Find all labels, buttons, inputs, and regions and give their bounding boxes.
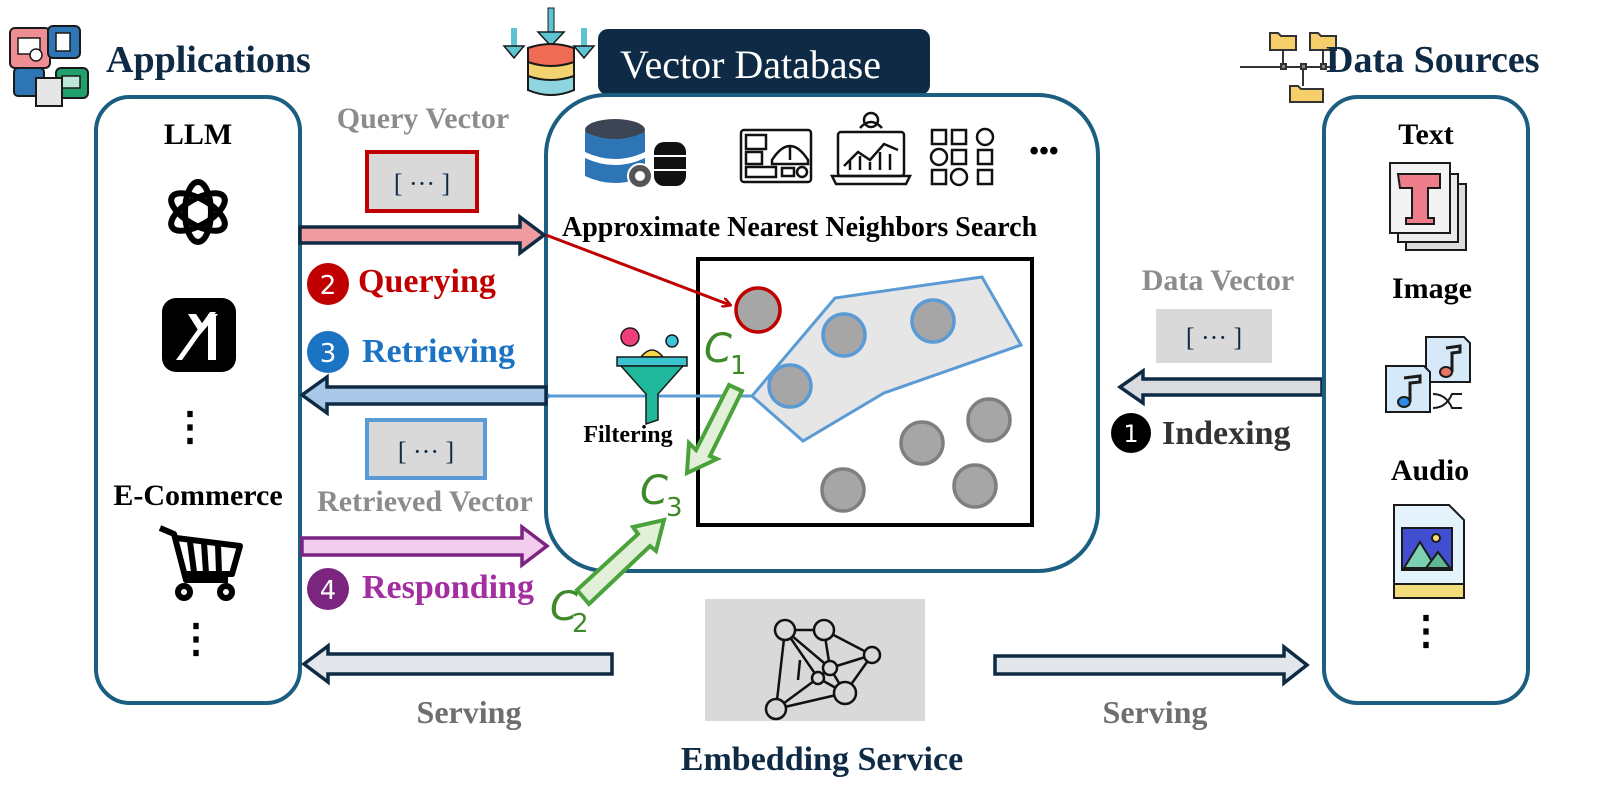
cluster-label-c3: C 3 <box>640 468 683 523</box>
folder-network-icon <box>1240 32 1337 103</box>
embedding-service-label: Embedding Service <box>681 741 963 778</box>
data-point <box>952 463 998 509</box>
control-panel-icon <box>739 128 813 184</box>
step-2-badge: 2 <box>307 263 349 305</box>
svg-text:1: 1 <box>1123 420 1138 448</box>
step-1-badge: 1 <box>1111 413 1151 453</box>
indexing-arrow <box>1116 367 1324 407</box>
serving-right-label: Serving <box>1103 694 1208 730</box>
respond-arrow <box>300 523 550 569</box>
step-indexing-label: Indexing <box>1162 415 1291 452</box>
svg-text:C: C <box>550 584 578 630</box>
source-label-image[interactable]: Image <box>1392 272 1472 305</box>
cluster-transition-arrow <box>684 382 745 477</box>
svg-text:4: 4 <box>320 576 337 606</box>
image-file-icon[interactable] <box>1393 504 1465 599</box>
filter-funnel-icon <box>616 327 688 426</box>
step-querying-label: Querying <box>358 263 496 300</box>
svg-text:C: C <box>704 326 732 372</box>
data-point <box>899 420 945 466</box>
query-vector-box: [ ··· ] <box>365 150 479 213</box>
serving-left-label: Serving <box>417 694 522 730</box>
more-tools-ellipsis: ••• <box>1029 136 1058 167</box>
query-point <box>734 286 782 334</box>
apps-collage-icon <box>9 25 89 107</box>
ellipsis-vertical: ⋮ <box>170 404 210 449</box>
neighbor-point <box>767 363 813 409</box>
database-gear-icon <box>585 119 686 189</box>
query-vector-label: Query Vector <box>337 102 509 135</box>
serving-right-arrow <box>993 643 1310 687</box>
query-path-arrow <box>545 233 730 305</box>
step-4-badge: 4 <box>307 568 349 610</box>
music-files-icon[interactable] <box>1385 336 1471 413</box>
source-label-text[interactable]: Text <box>1398 118 1454 151</box>
vector-points <box>734 286 1012 513</box>
serving-left-arrow <box>301 642 614 686</box>
svg-text:[ ··· ]: [ ··· ] <box>398 437 454 466</box>
xai-logo-icon[interactable] <box>162 298 236 372</box>
filtering-label: Filtering <box>583 422 672 448</box>
ellipsis-vertical: ⋮ <box>176 616 216 661</box>
svg-text:[ ··· ]: [ ··· ] <box>394 169 450 198</box>
source-label-audio[interactable]: Audio <box>1391 454 1469 487</box>
cluster-transition-arrow <box>574 517 667 607</box>
text-document-icon[interactable] <box>1389 162 1467 251</box>
svg-text:3: 3 <box>666 493 683 523</box>
retrieve-arrow <box>299 373 548 417</box>
svg-text:[ ··· ]: [ ··· ] <box>1186 323 1242 352</box>
data-vector-label: Data Vector <box>1142 264 1294 297</box>
svg-text:3: 3 <box>320 339 337 369</box>
cluster-label-c2: C 2 <box>550 584 589 639</box>
step-retrieving-label: Retrieving <box>362 333 515 370</box>
svg-text:C: C <box>640 468 668 514</box>
step-responding-label: Responding <box>362 569 534 606</box>
data-sources-title: Data Sources <box>1326 39 1540 81</box>
neighbor-point <box>910 298 956 344</box>
app-label-llm[interactable]: LLM <box>164 118 232 151</box>
layout-grid-icon <box>929 127 995 187</box>
ann-search-label: Approximate Nearest Neighbors Search <box>562 212 1038 243</box>
database-arrows-icon <box>502 7 596 96</box>
vector-database-title-bg <box>598 29 930 95</box>
data-vector-box: [ ··· ] <box>1156 309 1272 363</box>
ellipsis-vertical: ⋮ <box>1406 608 1446 653</box>
svg-text:2: 2 <box>572 609 589 639</box>
svg-text:1: 1 <box>730 351 747 381</box>
shopping-cart-icon[interactable] <box>158 525 243 601</box>
query-arrow <box>298 213 547 257</box>
applications-panel <box>94 95 302 705</box>
retrieved-vector-box: [ ··· ] <box>365 418 487 480</box>
retrieved-vector-label: Retrieved Vector <box>317 485 533 518</box>
step-3-badge: 3 <box>307 331 349 373</box>
svg-text:2: 2 <box>320 271 337 301</box>
analytics-laptop-icon <box>829 111 913 186</box>
app-label-ecommerce[interactable]: E-Commerce <box>113 479 282 512</box>
neighbor-point <box>821 312 867 358</box>
cluster-label-c1: C 1 <box>704 326 747 381</box>
vector-database-title: Vector Database <box>620 42 881 87</box>
applications-title: Applications <box>106 39 311 81</box>
neural-network-icon <box>705 599 925 721</box>
data-point <box>966 397 1012 443</box>
data-point <box>820 467 866 513</box>
